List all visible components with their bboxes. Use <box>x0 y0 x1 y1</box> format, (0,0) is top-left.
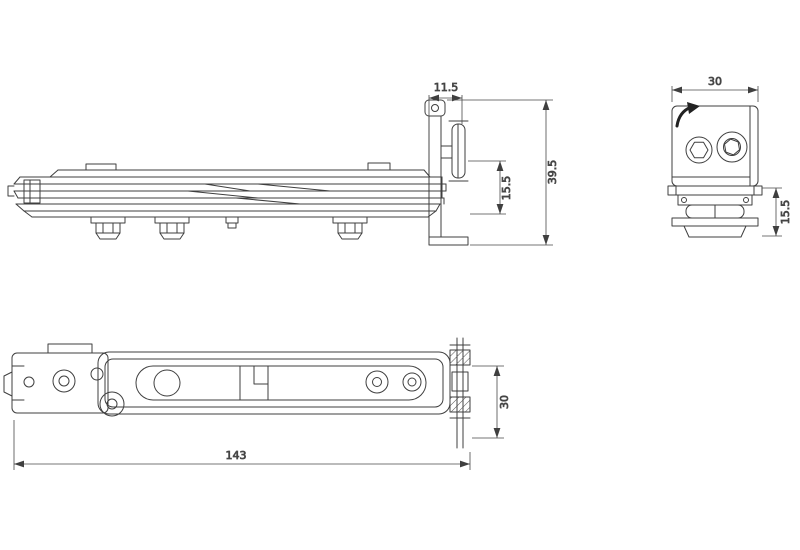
hex-screw-right <box>716 131 748 163</box>
bracket-cap <box>424 99 446 117</box>
pivot-ring-outer <box>52 369 76 393</box>
hex-socket-right <box>724 138 740 156</box>
dim-plan-length: 143 <box>13 420 471 470</box>
bolt <box>154 216 190 240</box>
body-hole-2-outer <box>402 372 422 392</box>
dim-label-plan-width: 30 <box>498 395 511 409</box>
plate-end-lines <box>49 169 447 218</box>
hook-end <box>7 176 33 218</box>
linkage-lines <box>187 183 331 205</box>
housing <box>671 105 759 187</box>
dim-side-offset: 11.5 <box>428 81 463 160</box>
dim-label-end-lower: 15.5 <box>779 200 792 225</box>
body-hole-1-inner <box>372 377 382 387</box>
base-band <box>671 217 759 227</box>
track-hatch-bottom <box>449 396 471 413</box>
dim-plan-width: 30 <box>472 365 511 439</box>
dim-label-side-lower: 15.5 <box>500 176 513 201</box>
body-outer <box>97 351 451 415</box>
top-tab-right <box>367 162 391 171</box>
bracket-tab <box>47 343 93 354</box>
plan-view <box>3 337 471 449</box>
side-view <box>7 99 469 246</box>
track-clamp <box>451 371 469 392</box>
dim-end-lower: 15.5 <box>762 187 792 237</box>
body-hole-2-inner <box>407 377 417 387</box>
dim-side-height: 39.5 <box>447 99 559 246</box>
body-inner <box>104 358 444 408</box>
clamp-band <box>667 185 763 196</box>
hex-socket-left <box>689 141 709 159</box>
bracket-edge-ticks <box>11 365 25 401</box>
dim-end-width: 30 <box>671 75 759 102</box>
track-ticks <box>449 344 471 419</box>
clamp-ticks <box>675 185 755 196</box>
carrier-plate <box>677 194 753 206</box>
hex-screw-right-ring <box>723 138 741 156</box>
dim-label-side-offset: 11.5 <box>434 81 459 94</box>
bracket-cap-screw <box>431 104 439 112</box>
slot-hole-left <box>153 369 181 397</box>
guide-pin <box>440 145 453 159</box>
bolt <box>90 216 126 240</box>
hex-screw-left <box>685 136 713 164</box>
bracket-foot <box>428 236 469 246</box>
stud <box>225 216 239 229</box>
adjustment-arrow-icon <box>675 102 700 128</box>
pivot-ring-inner <box>58 375 70 387</box>
center-latch <box>239 365 269 401</box>
bracket-hole-left <box>23 376 35 388</box>
bracket-hole-right <box>90 367 104 381</box>
mount-bracket <box>11 352 109 414</box>
dim-side-lower: 15.5 <box>468 160 513 215</box>
plate-lines <box>13 169 447 218</box>
foot <box>683 225 747 238</box>
top-tab-left <box>85 163 117 171</box>
dim-label-plan-length: 143 <box>226 449 247 462</box>
dim-label-side-height: 39.5 <box>546 160 559 185</box>
bracket-ear <box>3 371 13 397</box>
bolt <box>332 216 368 240</box>
track-section <box>449 337 471 449</box>
slot <box>135 365 427 401</box>
track-hatch-top <box>449 349 471 366</box>
body-hole-1-outer <box>365 370 389 394</box>
guide-roller-lines <box>448 120 469 182</box>
housing-lines <box>671 105 751 187</box>
end-view <box>667 102 763 238</box>
rivet-left <box>681 197 687 203</box>
rivet-right <box>743 197 749 203</box>
dim-label-end-width: 30 <box>708 75 722 88</box>
left-clamp <box>23 179 41 204</box>
roller-wheel-outer <box>99 391 125 417</box>
